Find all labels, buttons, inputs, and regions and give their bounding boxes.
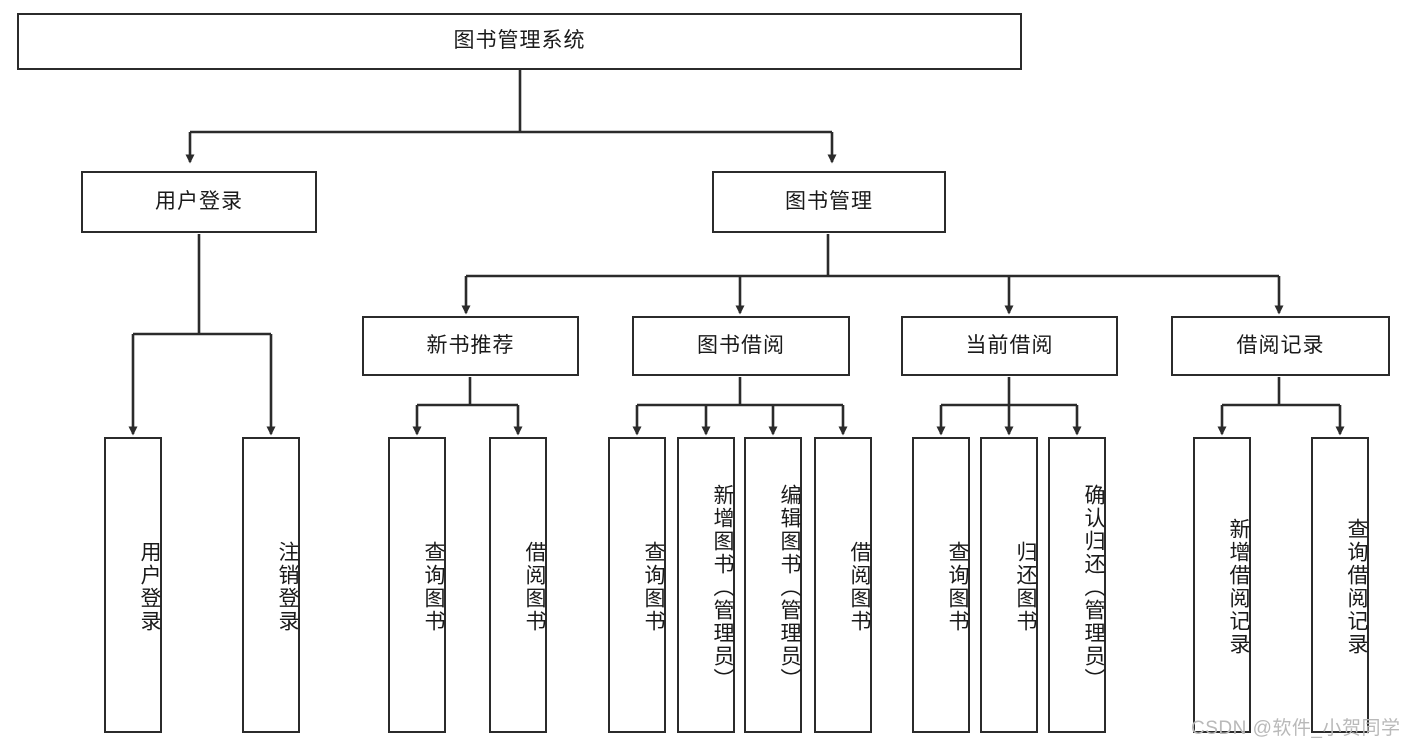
node-current-borrowing-label: 当前借阅	[965, 333, 1054, 357]
leaf-user-login-signin[interactable]: 用户登录	[104, 437, 162, 733]
node-book-management[interactable]: 图书管理	[712, 171, 946, 233]
leaf-user-login-signout-label: 注销登录	[276, 541, 299, 633]
leaf-borrow-query[interactable]: 查询图书	[608, 437, 666, 733]
leaf-records-query[interactable]: 查询借阅记录	[1311, 437, 1369, 733]
leaf-user-login-signin-label: 用户登录	[138, 541, 161, 633]
node-borrow-records[interactable]: 借阅记录	[1171, 316, 1390, 376]
leaf-new-books-borrow[interactable]: 借阅图书	[489, 437, 547, 733]
node-root[interactable]: 图书管理系统	[17, 13, 1022, 70]
leaf-current-confirm-return-admin[interactable]: 确认归还（管理员）	[1048, 437, 1106, 733]
leaf-records-add-label: 新增借阅记录	[1227, 518, 1250, 656]
node-book-borrowing[interactable]: 图书借阅	[632, 316, 850, 376]
node-book-borrowing-label: 图书借阅	[697, 333, 785, 357]
leaf-current-return-book[interactable]: 归还图书	[980, 437, 1038, 733]
node-root-label: 图书管理系统	[453, 29, 586, 53]
leaf-borrow-borrow-book[interactable]: 借阅图书	[814, 437, 872, 733]
leaf-borrow-add-book-admin-label: 新增图书（管理员）	[711, 483, 734, 691]
leaf-records-query-label: 查询借阅记录	[1345, 518, 1368, 656]
node-borrow-records-label: 借阅记录	[1236, 333, 1325, 357]
leaf-borrow-add-book-admin[interactable]: 新增图书（管理员）	[677, 437, 735, 733]
leaf-current-query-label: 查询图书	[946, 541, 969, 633]
node-user-login-label: 用户登录	[155, 189, 243, 213]
leaf-borrow-edit-book-admin[interactable]: 编辑图书（管理员）	[744, 437, 802, 733]
watermark: CSDN @软件_小贺同学	[1191, 718, 1401, 739]
node-book-management-label: 图书管理	[785, 189, 873, 213]
node-user-login[interactable]: 用户登录	[81, 171, 317, 233]
leaf-borrow-query-label: 查询图书	[642, 541, 665, 633]
leaf-new-books-borrow-label: 借阅图书	[523, 541, 546, 633]
leaf-borrow-borrow-book-label: 借阅图书	[848, 541, 871, 633]
node-current-borrowing[interactable]: 当前借阅	[901, 316, 1118, 376]
leaf-records-add[interactable]: 新增借阅记录	[1193, 437, 1251, 733]
node-new-book-recommendation-label: 新书推荐	[426, 333, 515, 357]
leaf-new-books-query-label: 查询图书	[422, 541, 445, 633]
leaf-current-return-book-label: 归还图书	[1014, 541, 1037, 633]
leaf-new-books-query[interactable]: 查询图书	[388, 437, 446, 733]
leaf-borrow-edit-book-admin-label: 编辑图书（管理员）	[778, 483, 801, 691]
leaf-user-login-signout[interactable]: 注销登录	[242, 437, 300, 733]
leaf-current-query[interactable]: 查询图书	[912, 437, 970, 733]
leaf-current-confirm-return-admin-label: 确认归还（管理员）	[1082, 483, 1105, 691]
node-new-book-recommendation[interactable]: 新书推荐	[362, 316, 579, 376]
